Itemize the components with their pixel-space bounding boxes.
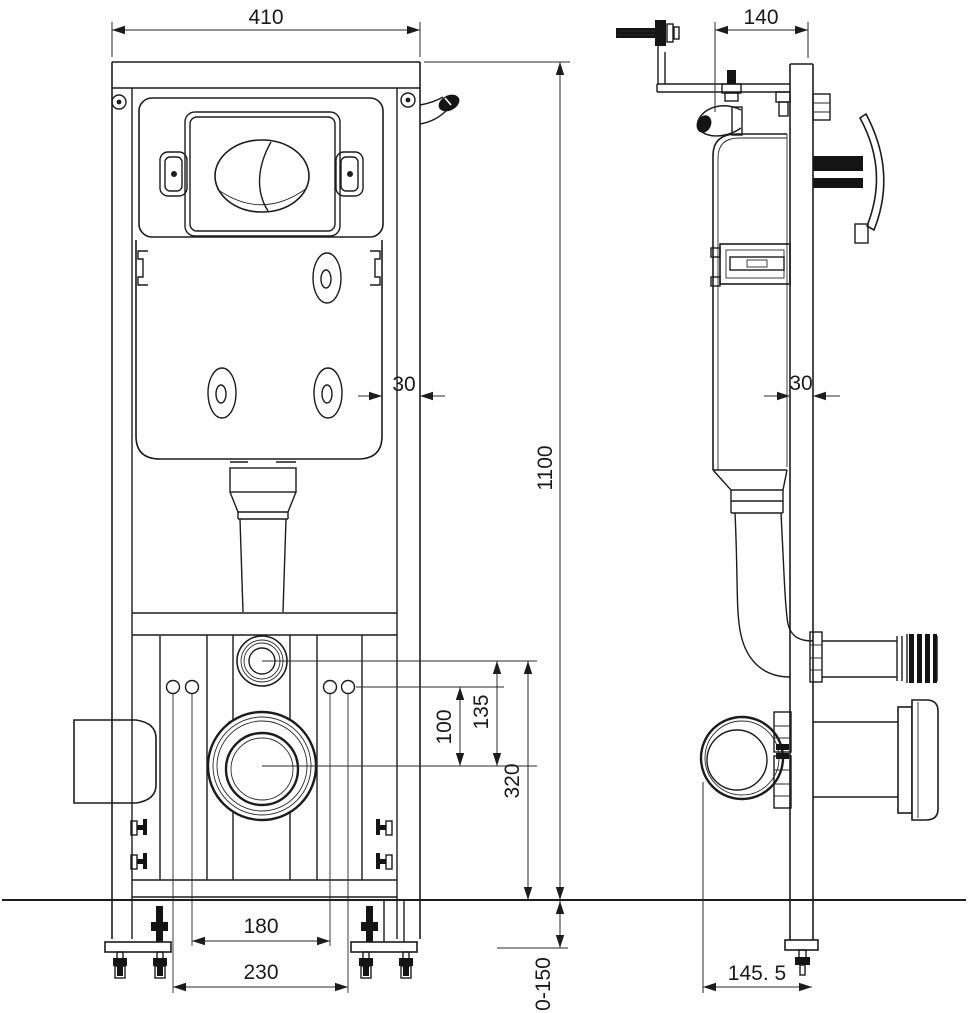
plate-tab-right	[335, 151, 364, 197]
dim-label-outer-fixing-span: 230	[243, 961, 278, 984]
wall-bracket	[616, 20, 790, 102]
dim-frame-height: 1100	[424, 61, 570, 900]
dim-label-outlet-to-leg: 145. 5	[728, 962, 786, 985]
inlet-elbow	[696, 105, 743, 137]
dim-label-install-depth: 140	[743, 6, 778, 29]
valve-fittings	[775, 91, 831, 121]
dim-holes-to-outlet: 100	[433, 687, 465, 766]
front-view	[73, 61, 460, 979]
waste-outlet-connector	[813, 699, 939, 821]
dim-outlet-to-leg: 145. 5	[702, 782, 812, 993]
dim-label-flush-height: 320	[501, 763, 524, 798]
side-rail	[789, 63, 814, 940]
front-frame	[111, 61, 421, 939]
tank-emboss-ovals	[207, 252, 343, 419]
flush-plate	[138, 97, 384, 238]
flush-pipe-connector	[809, 631, 938, 683]
front-foot-left	[104, 906, 172, 979]
front-foot-right	[350, 900, 418, 979]
ext-lines-fixing-holes	[172, 694, 349, 993]
side-foot	[784, 939, 819, 976]
tank-profile	[710, 133, 814, 678]
water-inlet-stub	[419, 94, 460, 125]
rail-bolt-fittings	[130, 819, 393, 870]
dim-profile-depth: 30	[764, 372, 840, 401]
flush-button	[214, 139, 310, 213]
dim-flush-height: 320	[501, 661, 533, 900]
dim-label-frame-width: 410	[248, 6, 283, 29]
dim-install-depth: 140	[714, 6, 809, 112]
side-view	[616, 20, 939, 976]
plate-tab-left	[159, 151, 188, 197]
dim-label-holes-to-outlet: 100	[433, 709, 456, 744]
dim-inner-fixing-span: 180	[192, 915, 330, 946]
side-connection-box	[73, 719, 157, 804]
dim-front-gap: 30	[358, 373, 445, 401]
dim-flush-to-outlet: 135	[470, 661, 502, 766]
dim-outer-fixing-span: 230	[173, 961, 348, 992]
cistern-tank	[135, 240, 383, 460]
dim-label-frame-height: 1100	[534, 445, 557, 490]
fixing-holes	[165, 679, 356, 695]
flush-plate-profile	[813, 112, 885, 244]
flush-pipe-funnel	[229, 461, 297, 613]
bottom-crossbar	[132, 879, 397, 898]
dim-label-front-gap: 30	[392, 373, 415, 396]
dim-label-leg-adjustment: 0-150	[532, 957, 555, 1011]
dim-frame-width: 410	[111, 6, 421, 57]
dim-label-profile-depth: 30	[789, 372, 812, 395]
dimension-annotations: 410 140 30 30 1100	[111, 6, 840, 1011]
dim-leg-adjustment: 0-150	[497, 901, 568, 1011]
lower-beam	[132, 612, 397, 636]
waste-bend	[699, 711, 792, 809]
dim-label-inner-fixing-span: 180	[243, 915, 278, 938]
dim-label-flush-to-outlet: 135	[470, 694, 493, 729]
